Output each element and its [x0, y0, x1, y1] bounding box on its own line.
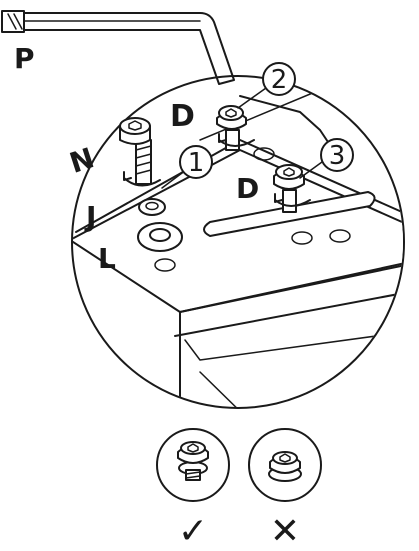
hex-key: [2, 11, 234, 84]
label-split-washer: N: [66, 141, 98, 180]
label-hex-key: P: [14, 42, 35, 75]
correct-example: [157, 429, 229, 501]
step-number: 2: [271, 65, 288, 95]
label-flat-washer: L: [98, 242, 116, 275]
step-number: 3: [329, 141, 346, 171]
socket-cap-bolt: [120, 118, 160, 186]
lock-washer: [139, 199, 165, 215]
step-number: 1: [188, 148, 205, 178]
incorrect-cross-icon: ✕: [270, 511, 300, 551]
incorrect-example: [249, 429, 321, 501]
label-bolt-mid: D: [236, 172, 259, 205]
flat-washer: [138, 223, 182, 251]
step-callout-3: 3: [321, 139, 353, 171]
button-head-bolt-2: [217, 106, 254, 150]
label-bolt-top: D: [170, 99, 195, 134]
correct-check-icon: ✓: [178, 511, 208, 551]
bracket-plate: [70, 92, 419, 470]
step-callout-1: 1: [180, 146, 212, 178]
step-callout-2: 2: [263, 63, 295, 95]
label-lock-washer: J: [84, 200, 96, 233]
